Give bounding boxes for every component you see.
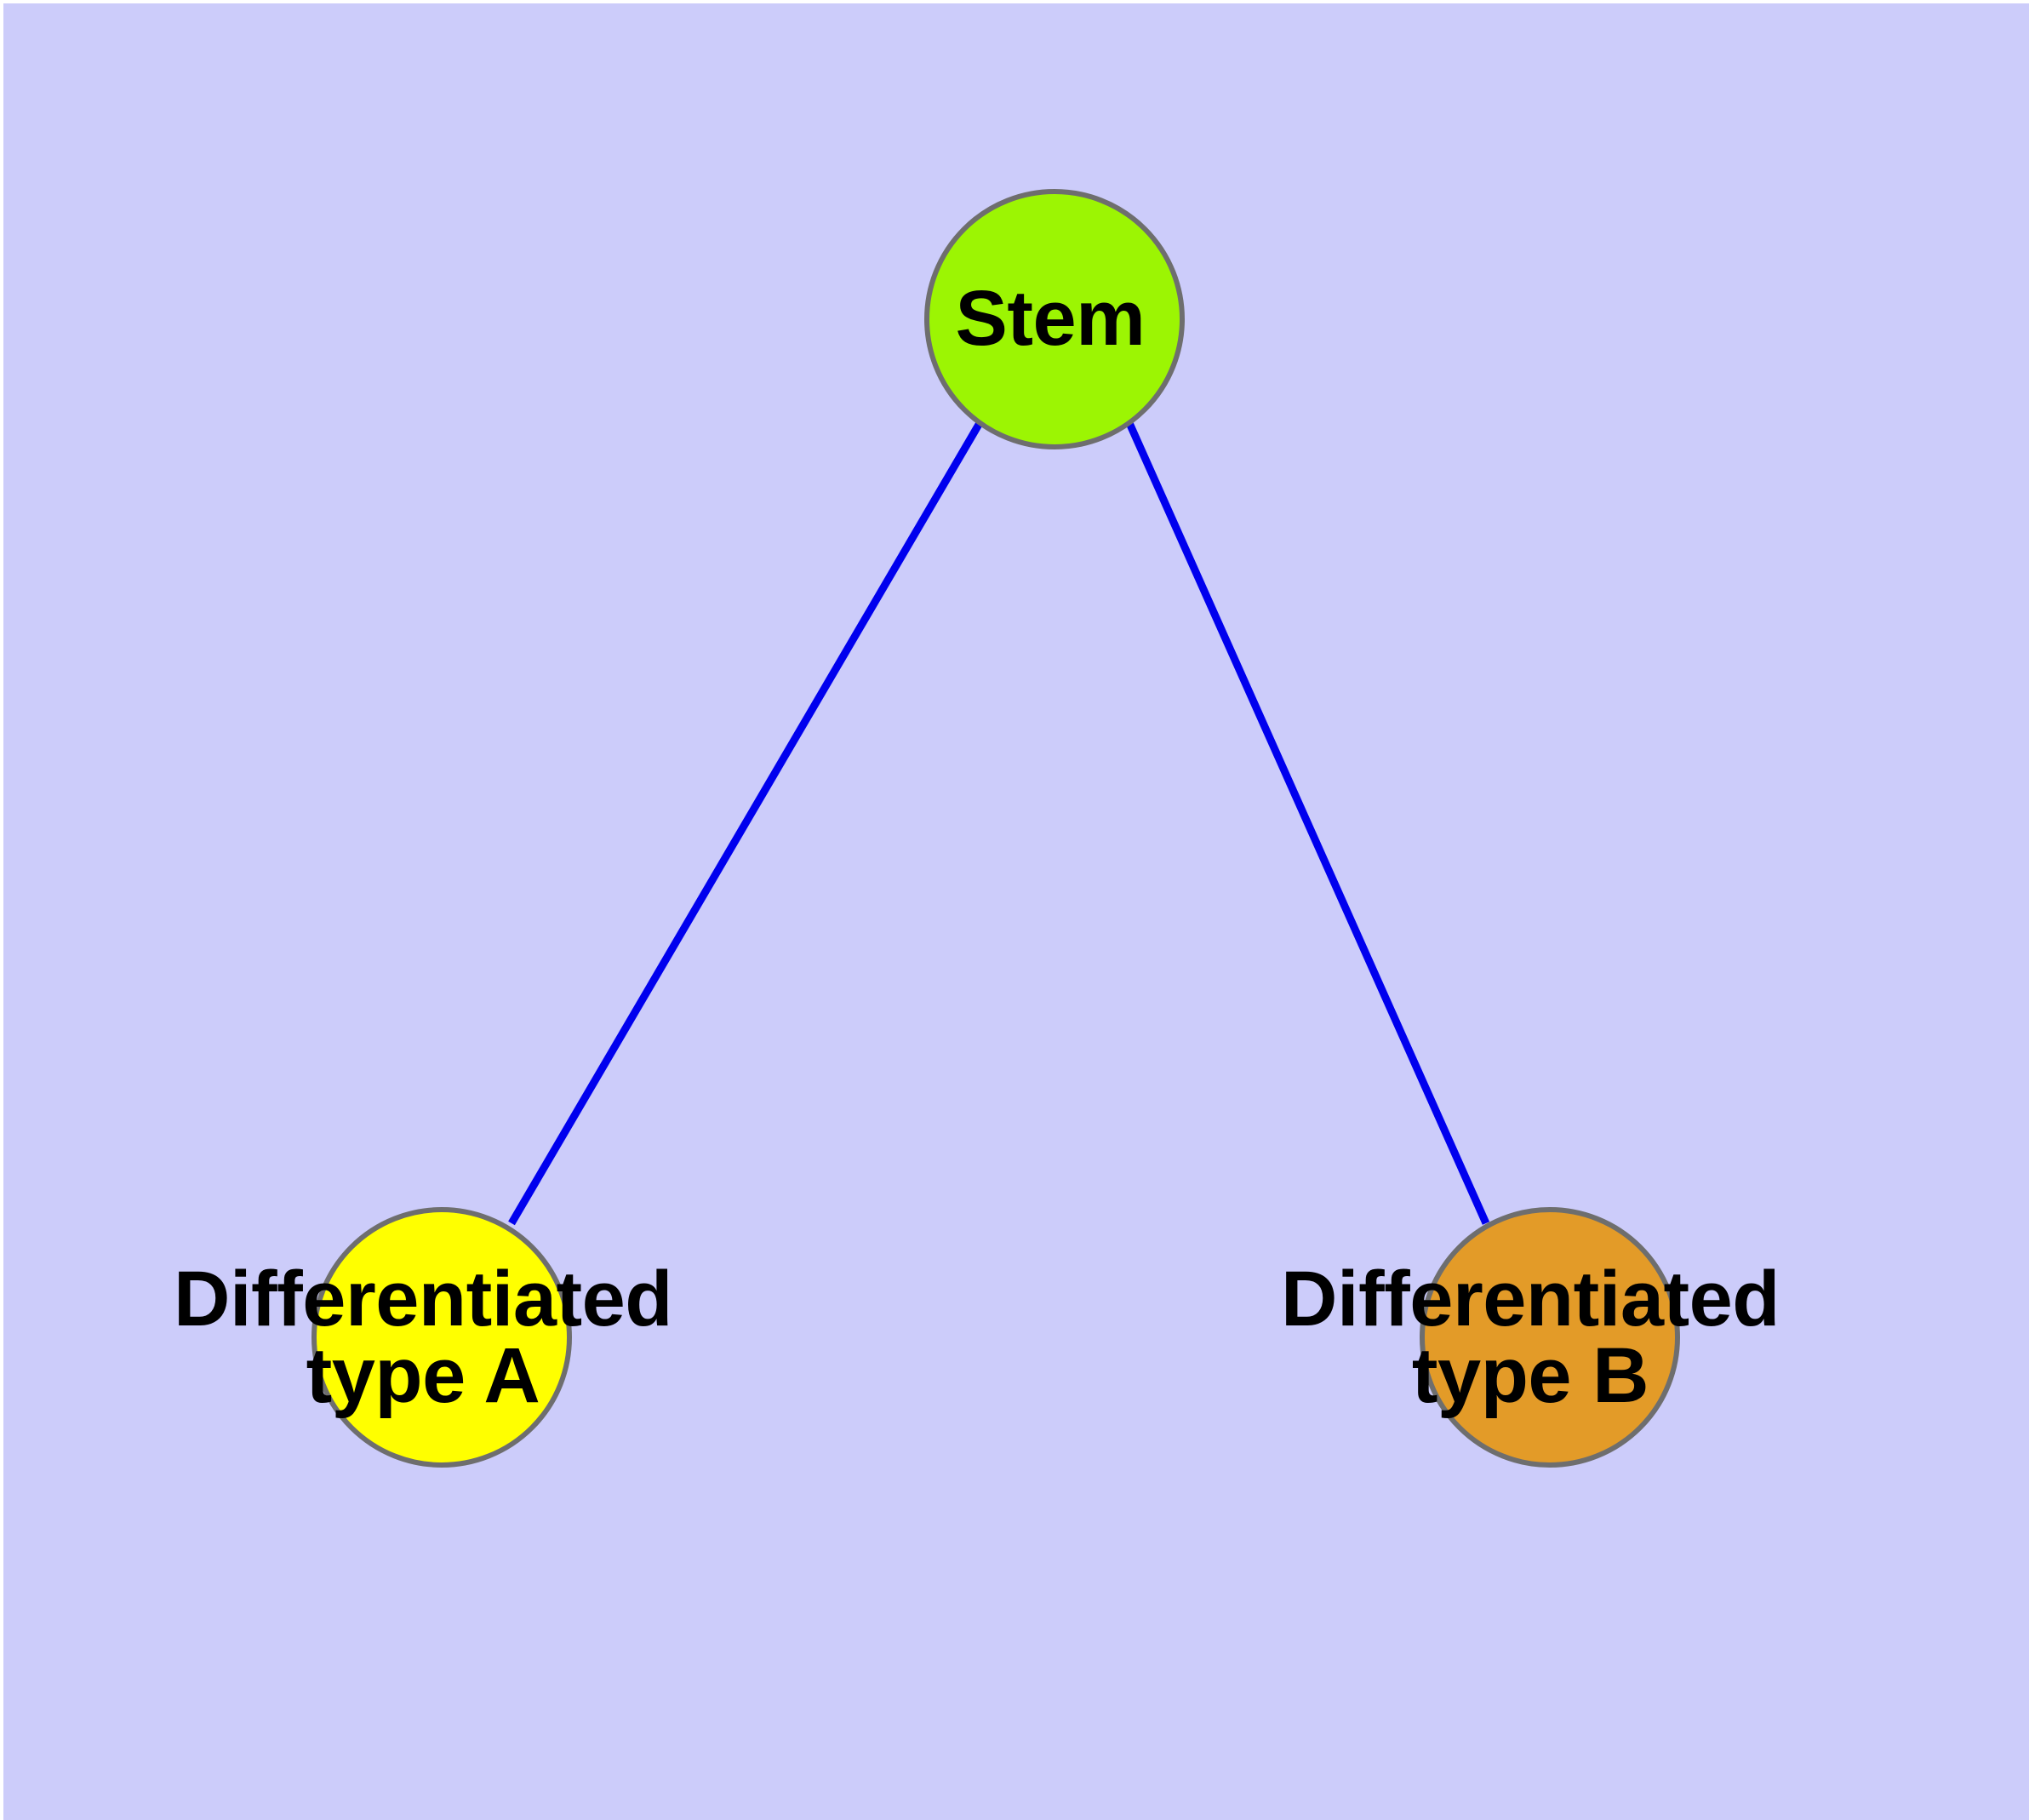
nodes-layer [311,189,1680,1468]
node-stem[interactable] [924,189,1185,449]
node-differentiated-type-b[interactable] [1420,1207,1680,1468]
edge-stem-to-differentiated-type-b [1125,421,1490,1225]
edge-stem-to-differentiated-type-a [508,421,983,1226]
node-differentiated-type-a[interactable] [311,1207,572,1468]
edges-layer [508,421,1490,1226]
